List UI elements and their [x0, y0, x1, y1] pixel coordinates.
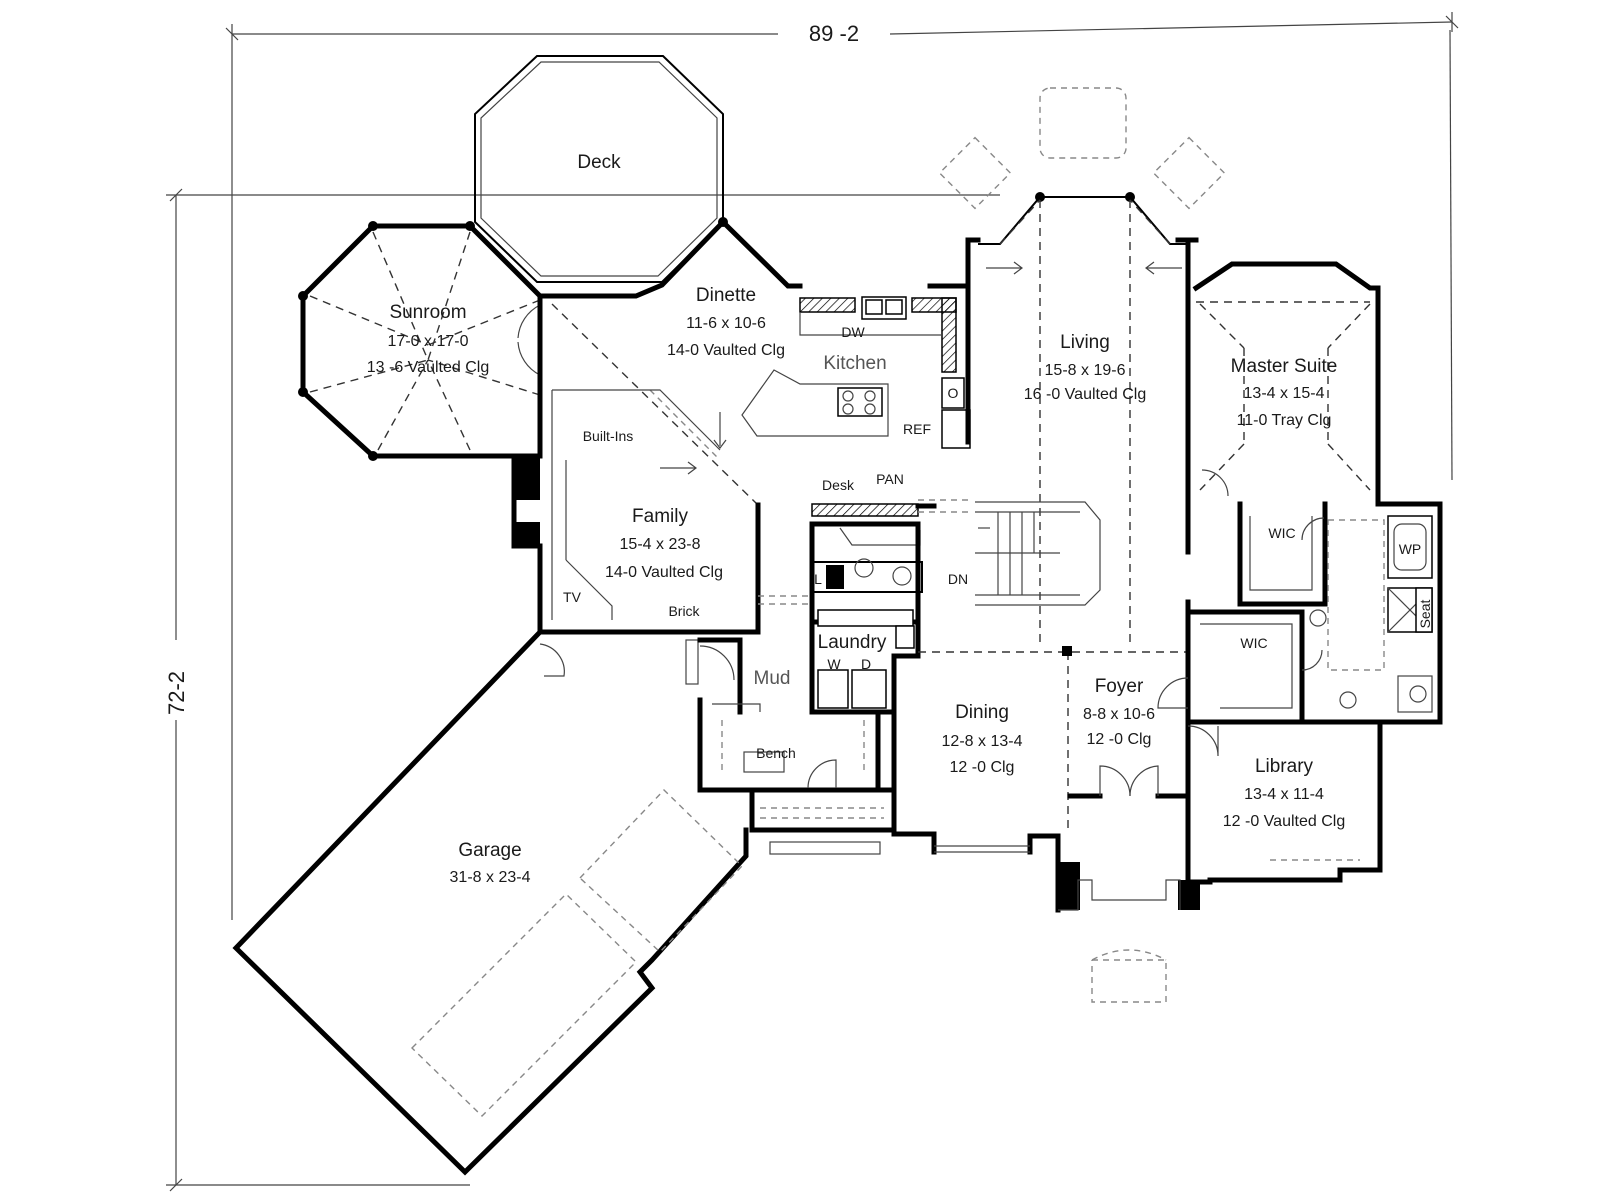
washer-label: W — [827, 656, 841, 672]
service-core — [685, 499, 968, 855]
wic-label-upper: WIC — [1268, 525, 1295, 541]
master-suite-label: Master Suite — [1231, 356, 1338, 377]
depth-dimension: 72-2 — [164, 671, 189, 715]
dining-size: 12-8 x 13-4 — [942, 733, 1023, 750]
master-suite-ceiling: 11-0 Tray Clg — [1237, 412, 1332, 429]
library — [1185, 719, 1383, 885]
width-dimension: 89 -2 — [809, 21, 859, 46]
master-suite-size: 13-4 x 15-4 — [1244, 385, 1325, 402]
living-label: Living — [1060, 332, 1110, 353]
deck-label: Deck — [577, 152, 621, 173]
fireplace-label: FP — [526, 497, 544, 513]
tv-label: TV — [563, 589, 582, 605]
living-ceiling: 16 -0 Vaulted Clg — [1024, 386, 1146, 403]
foyer-label: Foyer — [1095, 676, 1144, 697]
stair-down-label: DN — [948, 571, 968, 587]
sunroom-doors — [517, 304, 541, 376]
living — [938, 87, 1226, 648]
foyer-ceiling: 12 -0 Clg — [1087, 731, 1152, 748]
family — [511, 389, 808, 635]
pantry-label: PAN — [876, 471, 904, 487]
laundry-label: Laundry — [818, 632, 887, 653]
dinette-kitchen — [537, 217, 971, 506]
dining — [891, 521, 1188, 913]
dryer-label: D — [861, 656, 871, 672]
oven-label: O — [948, 385, 959, 401]
library-size: 13-4 x 11-4 — [1244, 786, 1324, 803]
sunroom-label: Sunroom — [389, 302, 466, 323]
garage-label: Garage — [458, 840, 521, 861]
desk-label: Desk — [822, 477, 855, 493]
seat-label: Seat — [1417, 599, 1433, 628]
wic-label-lower: WIC — [1240, 635, 1267, 651]
living-size: 15-8 x 19-6 — [1045, 362, 1126, 379]
bench-label: Bench — [756, 745, 796, 761]
family-ceiling: 14-0 Vaulted Clg — [605, 564, 723, 581]
foyer-size: 8-8 x 10-6 — [1083, 706, 1155, 723]
dining-ceiling: 12 -0 Clg — [950, 759, 1015, 776]
builtins-label: Built-Ins — [583, 428, 634, 444]
library-ceiling: 12 -0 Vaulted Clg — [1223, 813, 1345, 830]
dishwasher-label: DW — [841, 324, 865, 340]
master-suite — [1185, 237, 1443, 725]
foyer — [1058, 647, 1200, 1003]
brick-label: Brick — [668, 603, 700, 619]
sunroom — [298, 221, 544, 461]
kitchen-label: Kitchen — [823, 353, 886, 374]
refrigerator-label: REF — [903, 421, 931, 437]
library-label: Library — [1255, 756, 1314, 777]
dinette-size: 11-6 x 10-6 — [686, 315, 766, 332]
family-label: Family — [632, 506, 688, 527]
mud-label: Mud — [754, 668, 791, 689]
dinette-ceiling: 14-0 Vaulted Clg — [667, 342, 785, 359]
linen-label: L — [814, 571, 822, 587]
garage-size: 31-8 x 23-4 — [450, 869, 531, 886]
garage — [232, 628, 749, 1176]
dimension-lines — [166, 12, 1459, 1192]
dining-label: Dining — [955, 702, 1009, 723]
whirlpool-label: WP — [1399, 541, 1422, 557]
sunroom-size: 17-0 x 17-0 — [388, 333, 469, 350]
sunroom-ceiling: 13 -6 Vaulted Clg — [367, 359, 489, 376]
dinette-label: Dinette — [696, 285, 756, 306]
family-size: 15-4 x 23-8 — [620, 536, 701, 553]
